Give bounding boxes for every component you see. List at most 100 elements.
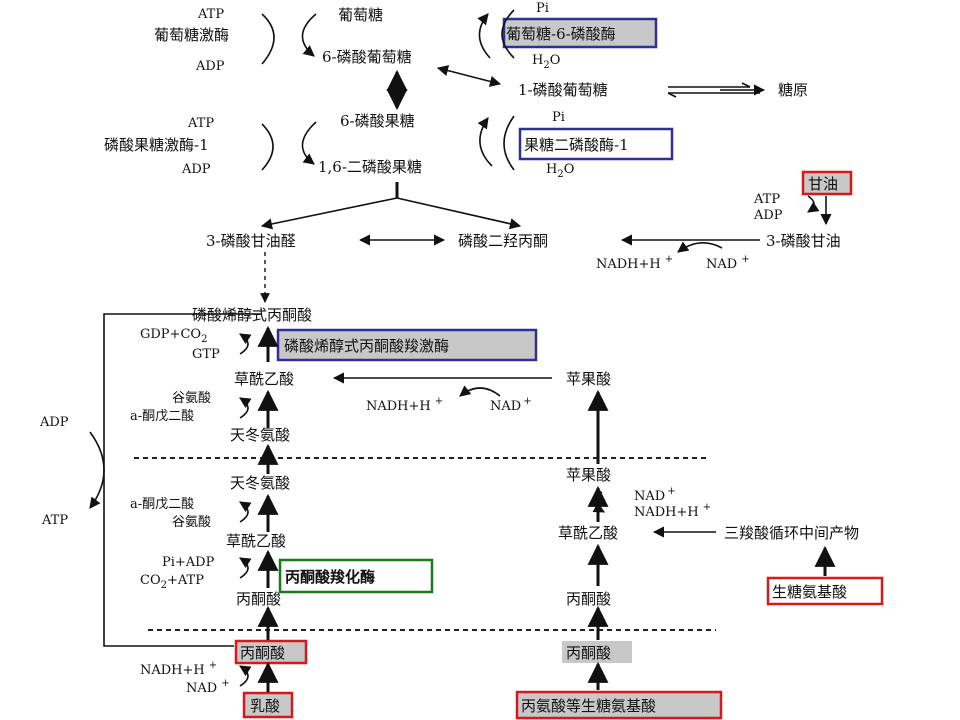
cof-adp1: ADP — [195, 59, 225, 74]
cof-atp1: ATP — [197, 7, 224, 22]
node-oaa-mito-left: 草酰乙酸 — [226, 532, 286, 550]
fbpase-box — [518, 127, 674, 161]
pfk1-curve-left — [261, 123, 274, 171]
fbpase-curve-left — [477, 117, 493, 167]
eq-lower-head — [667, 92, 677, 98]
cof-adp3: ADP — [753, 208, 783, 223]
pyruvate-right-highlight — [562, 641, 632, 663]
node-asp-cyt: 天冬氨酸 — [230, 426, 290, 444]
ldh-curve — [239, 665, 252, 687]
cof-gtp: GTP — [192, 347, 220, 362]
g6pase-box — [502, 17, 658, 49]
node-malate-cyt: 苹果酸 — [566, 370, 611, 388]
node-f6p: 6-磷酸果糖 — [340, 112, 415, 130]
cof-adp-loop: ADP — [39, 415, 69, 430]
g6p-g1p-arrow — [436, 65, 502, 87]
cof-atp2: ATP — [187, 116, 214, 131]
adp-atp-curve — [89, 431, 105, 509]
enzyme-g6pase: 葡萄糖-6-磷酸酶 — [506, 25, 616, 43]
cof-gdp-co2: GDP+CO2 — [140, 327, 207, 345]
hexokinase-curve-right — [301, 13, 317, 57]
node-pyr-mito-left: 丙酮酸 — [236, 590, 281, 608]
cof-nad3: NAD+ — [634, 486, 676, 504]
node-pyr-mito-right: 丙酮酸 — [566, 590, 611, 608]
cofactors: ATP ADP Pi H2O ATP ADP Pi H2O ATP ADP NA… — [39, 1, 783, 696]
malate-nad-curve — [459, 385, 501, 397]
node-glucogenic-aa: 生糖氨基酸 — [772, 583, 847, 601]
cof-pi2: Pi — [552, 110, 565, 125]
alanine-box — [515, 690, 723, 720]
mdh-curve — [592, 491, 605, 513]
metabolites: 葡萄糖 6-磷酸葡萄糖 1-磷酸葡萄糖 糖原 6-磷酸果糖 1,6-二磷酸果糖 … — [192, 6, 859, 715]
node-g1p: 1-磷酸葡萄糖 — [518, 81, 608, 99]
cof-nad1: NAD+ — [706, 254, 750, 272]
cof-pi1: Pi — [536, 1, 549, 16]
cof-h2o2: H2O — [546, 162, 574, 180]
glycerol-atp-curve — [807, 195, 820, 213]
hexokinase-curve-left — [261, 13, 275, 65]
cof-co2-atp: CO2+ATP — [140, 573, 204, 591]
pepck-box — [276, 328, 538, 362]
cof-nad4: NAD+ — [186, 678, 230, 696]
cof-nadh1: NADH+H+ — [596, 254, 673, 272]
split-to-dhap — [396, 197, 522, 230]
pc-curve — [239, 557, 252, 579]
split-to-gap — [260, 197, 398, 230]
pepck-curve — [239, 333, 252, 355]
cof-akg2: a-酮戊二酸 — [130, 497, 194, 512]
eq-upper-head — [741, 82, 751, 88]
cof-adp2: ADP — [181, 162, 211, 177]
pfk1-curve-right — [301, 121, 317, 165]
cof-atp3: ATP — [753, 192, 780, 207]
enzyme-hexokinase: 葡萄糖激酶 — [154, 26, 229, 44]
cof-nadh4: NADH+H+ — [140, 660, 217, 678]
node-glycogen: 糖原 — [778, 81, 808, 99]
g6pase-curve-right — [501, 9, 515, 59]
node-lactate: 乳酸 — [250, 697, 280, 715]
node-malate-mito: 苹果酸 — [566, 466, 611, 484]
node-glucose: 葡萄糖 — [338, 6, 383, 24]
node-pyr-cyt: 丙酮酸 — [240, 644, 285, 662]
cof-nadh2: NADH+H+ — [366, 396, 443, 414]
enzyme-pfk1: 磷酸果糖激酶-1 — [104, 136, 209, 154]
node-tca: 三羧酸循环中间产物 — [724, 524, 859, 542]
enzyme-pc: 丙酮酸羧化酶 — [285, 568, 375, 586]
node-dhap: 磷酸二羟丙酮 — [458, 232, 548, 250]
node-oaa-mito-right: 草酰乙酸 — [558, 524, 618, 542]
pc-box — [278, 558, 434, 594]
enzyme-pepck: 磷酸烯醇式丙酮酸羧激酶 — [284, 337, 449, 355]
node-f16bp: 1,6-二磷酸果糖 — [318, 158, 422, 176]
node-ala-aa: 丙氨酸等生糖氨基酸 — [521, 697, 656, 715]
cof-nad2: NAD+ — [490, 396, 532, 414]
node-glycerol3p: 3-磷酸甘油 — [766, 232, 841, 250]
enzymes: 葡萄糖激酶 葡萄糖-6-磷酸酶 磷酸果糖激酶-1 果糖二磷酸酶-1 磷酸烯醇式丙… — [104, 25, 629, 586]
enzyme-fbpase: 果糖二磷酸酶-1 — [524, 136, 629, 154]
cof-glu2: 谷氨酸 — [172, 515, 211, 530]
node-pep: 磷酸烯醇式丙酮酸 — [192, 306, 312, 324]
cof-pi-adp: Pi+ADP — [162, 555, 215, 570]
g6pase-curve-left — [477, 13, 491, 59]
cof-h2o1: H2O — [532, 53, 560, 71]
cof-glu1: 谷氨酸 — [172, 391, 211, 406]
cof-nadh3: NADH+H+ — [634, 502, 711, 520]
lactate-box — [242, 691, 294, 719]
node-glycerol: 甘油 — [808, 175, 838, 193]
fbpase-curve-right — [503, 115, 515, 171]
enzyme-boxes — [234, 17, 884, 720]
node-oaa-cyt: 草酰乙酸 — [234, 370, 294, 388]
pep-pyruvate-loop — [103, 313, 262, 647]
glycerol-box — [801, 170, 853, 196]
asp-transam-curve-cyt — [239, 397, 252, 419]
node-asp-mito: 天冬氨酸 — [230, 474, 290, 492]
asp-transam-curve-mito — [239, 501, 252, 523]
pathway-lines — [89, 9, 836, 692]
node-g6p: 6-磷酸葡萄糖 — [322, 48, 412, 66]
node-pyr-cyt-right: 丙酮酸 — [566, 644, 611, 662]
node-gap: 3-磷酸甘油醛 — [206, 232, 296, 250]
cof-atp-loop: ATP — [41, 513, 68, 528]
g3p-nad-curve — [677, 241, 723, 253]
cof-akg1: a-酮戊二酸 — [130, 409, 194, 424]
glucogenic-aa-box — [766, 576, 884, 606]
